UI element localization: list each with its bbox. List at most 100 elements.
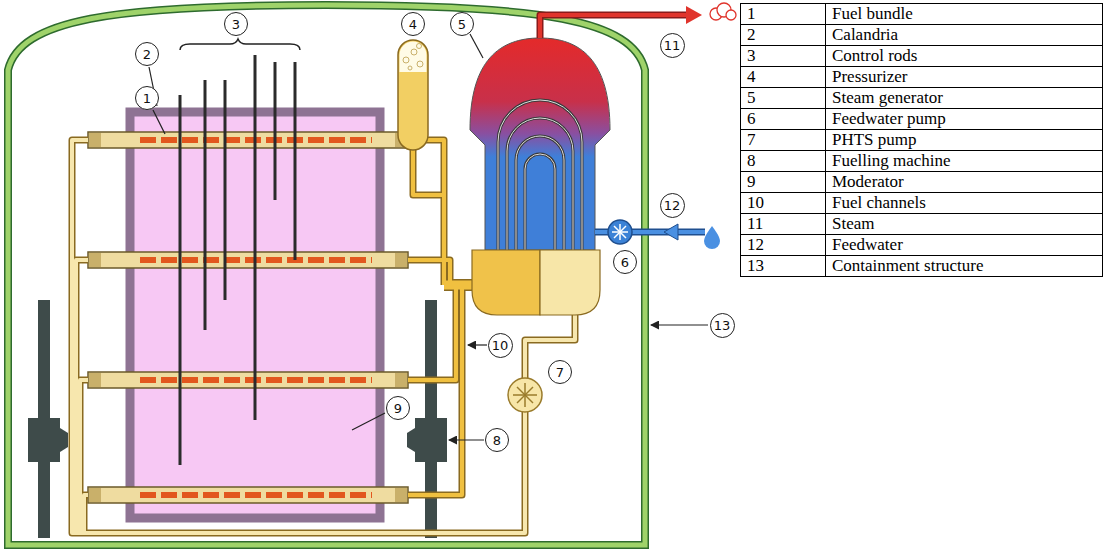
end-fitting bbox=[395, 488, 407, 502]
callout-number: 11 bbox=[664, 39, 681, 52]
bubble bbox=[417, 44, 422, 49]
header-outline bbox=[444, 279, 472, 291]
fuelling-machine-nozzle bbox=[60, 428, 68, 452]
fuel-bundle-row bbox=[140, 492, 372, 498]
table-number-cell: 12 bbox=[747, 234, 764, 255]
table-number-cell: 4 bbox=[747, 66, 756, 87]
callout-number: 4 bbox=[409, 18, 417, 31]
callout-number: 13 bbox=[714, 319, 731, 332]
end-fitting bbox=[89, 133, 101, 147]
leader-line bbox=[352, 413, 385, 430]
fuel-channel bbox=[88, 252, 408, 268]
control-rod bbox=[274, 62, 277, 200]
u-tube bbox=[507, 118, 573, 250]
cold-feeder bbox=[84, 495, 88, 533]
table-number-cell: 3 bbox=[747, 45, 756, 66]
hot-feeder bbox=[408, 285, 456, 380]
table-name-cell: Calandria bbox=[832, 24, 898, 45]
callout-number: 6 bbox=[621, 256, 629, 269]
group-brace bbox=[180, 39, 300, 50]
table-row-rule bbox=[741, 192, 1103, 193]
fuelling-machine-nozzle bbox=[407, 428, 415, 452]
table-number-cell: 7 bbox=[747, 129, 756, 150]
pipe-hot bbox=[408, 140, 462, 495]
leader-arrow bbox=[449, 439, 484, 440]
hot-feeder bbox=[408, 260, 450, 285]
cold-feeder bbox=[84, 495, 88, 533]
control-rods bbox=[180, 55, 295, 465]
bubbles bbox=[403, 44, 423, 71]
callout-circle: 3 bbox=[224, 12, 248, 36]
end-fitting bbox=[89, 253, 101, 267]
callout-circle: 2 bbox=[135, 42, 159, 66]
steam-space bbox=[400, 42, 427, 72]
callout-number: 3 bbox=[232, 18, 240, 31]
pressurizer-vessel bbox=[398, 40, 428, 150]
feedwater-line bbox=[595, 220, 720, 249]
table-row-rule bbox=[741, 87, 1103, 88]
callout-number: 10 bbox=[492, 339, 509, 352]
impeller-blade bbox=[517, 387, 533, 403]
callout-number: 8 bbox=[493, 434, 501, 447]
table-number-cell: 13 bbox=[747, 255, 764, 276]
surge-line bbox=[413, 150, 444, 195]
table-row-rule bbox=[741, 255, 1103, 256]
fuelling-machine-head bbox=[28, 418, 60, 462]
table-name-cell: Fuel channels bbox=[832, 192, 926, 213]
table-number-cell: 11 bbox=[747, 213, 763, 234]
water-drop-icon bbox=[704, 226, 720, 249]
table-name-cell: Steam bbox=[832, 213, 875, 234]
cold-chamber bbox=[540, 250, 600, 315]
end-fitting bbox=[89, 373, 101, 387]
table-number-cell: 2 bbox=[747, 24, 756, 45]
leader-line bbox=[470, 34, 483, 58]
table-name-cell: Moderator bbox=[832, 171, 904, 192]
callout-circle: 4 bbox=[401, 12, 425, 36]
callout-number: 5 bbox=[458, 18, 466, 31]
callout-circle: 8 bbox=[485, 428, 509, 452]
end-fitting bbox=[89, 488, 101, 502]
callout-circle: 9 bbox=[386, 396, 410, 420]
table-number-cell: 9 bbox=[747, 171, 756, 192]
table-name-cell: Containment structure bbox=[832, 255, 984, 276]
bubble bbox=[411, 49, 417, 55]
impeller-blade bbox=[614, 226, 626, 238]
callout-number: 9 bbox=[394, 402, 402, 415]
table-row-rule bbox=[741, 66, 1103, 67]
callout-number: 2 bbox=[143, 48, 151, 61]
fuelling-machine-head bbox=[415, 418, 447, 462]
steam-arrow bbox=[686, 6, 702, 24]
callout-circle: 1 bbox=[135, 86, 159, 110]
leader-arrow bbox=[468, 344, 487, 345]
table-number-cell: 8 bbox=[747, 150, 756, 171]
cold-feeder bbox=[76, 260, 88, 533]
steam-line bbox=[540, 3, 736, 38]
table-number-cell: 6 bbox=[747, 108, 756, 129]
callout-circle: 5 bbox=[450, 12, 474, 36]
fuel-channel bbox=[88, 487, 408, 503]
u-tube-core bbox=[525, 154, 555, 250]
steam-puff bbox=[726, 10, 736, 20]
cold-feeder bbox=[80, 380, 88, 533]
table-name-cell: Feedwater pump bbox=[832, 108, 946, 129]
cold-leg bbox=[72, 140, 525, 533]
table-name-cell: PHTS pump bbox=[832, 129, 917, 150]
callout-circle: 13 bbox=[710, 313, 735, 338]
hot-feeder bbox=[408, 285, 462, 495]
phts-pump-body bbox=[508, 378, 542, 412]
u-tubes bbox=[498, 100, 582, 250]
control-rod bbox=[254, 55, 257, 420]
table-number-cell: 1 bbox=[747, 3, 756, 24]
control-rod bbox=[179, 95, 182, 465]
cold-leg bbox=[72, 140, 525, 533]
fuel-channel bbox=[88, 132, 408, 148]
callout-circle: 7 bbox=[548, 360, 572, 384]
table-name-cell: Steam generator bbox=[832, 87, 943, 108]
table-row-rule bbox=[741, 150, 1103, 151]
end-fittings bbox=[89, 133, 407, 502]
table-row-rule bbox=[741, 24, 1103, 25]
cold-feeder bbox=[80, 380, 88, 533]
callout-circle: 11 bbox=[660, 33, 685, 58]
table-row-rule bbox=[741, 108, 1103, 109]
